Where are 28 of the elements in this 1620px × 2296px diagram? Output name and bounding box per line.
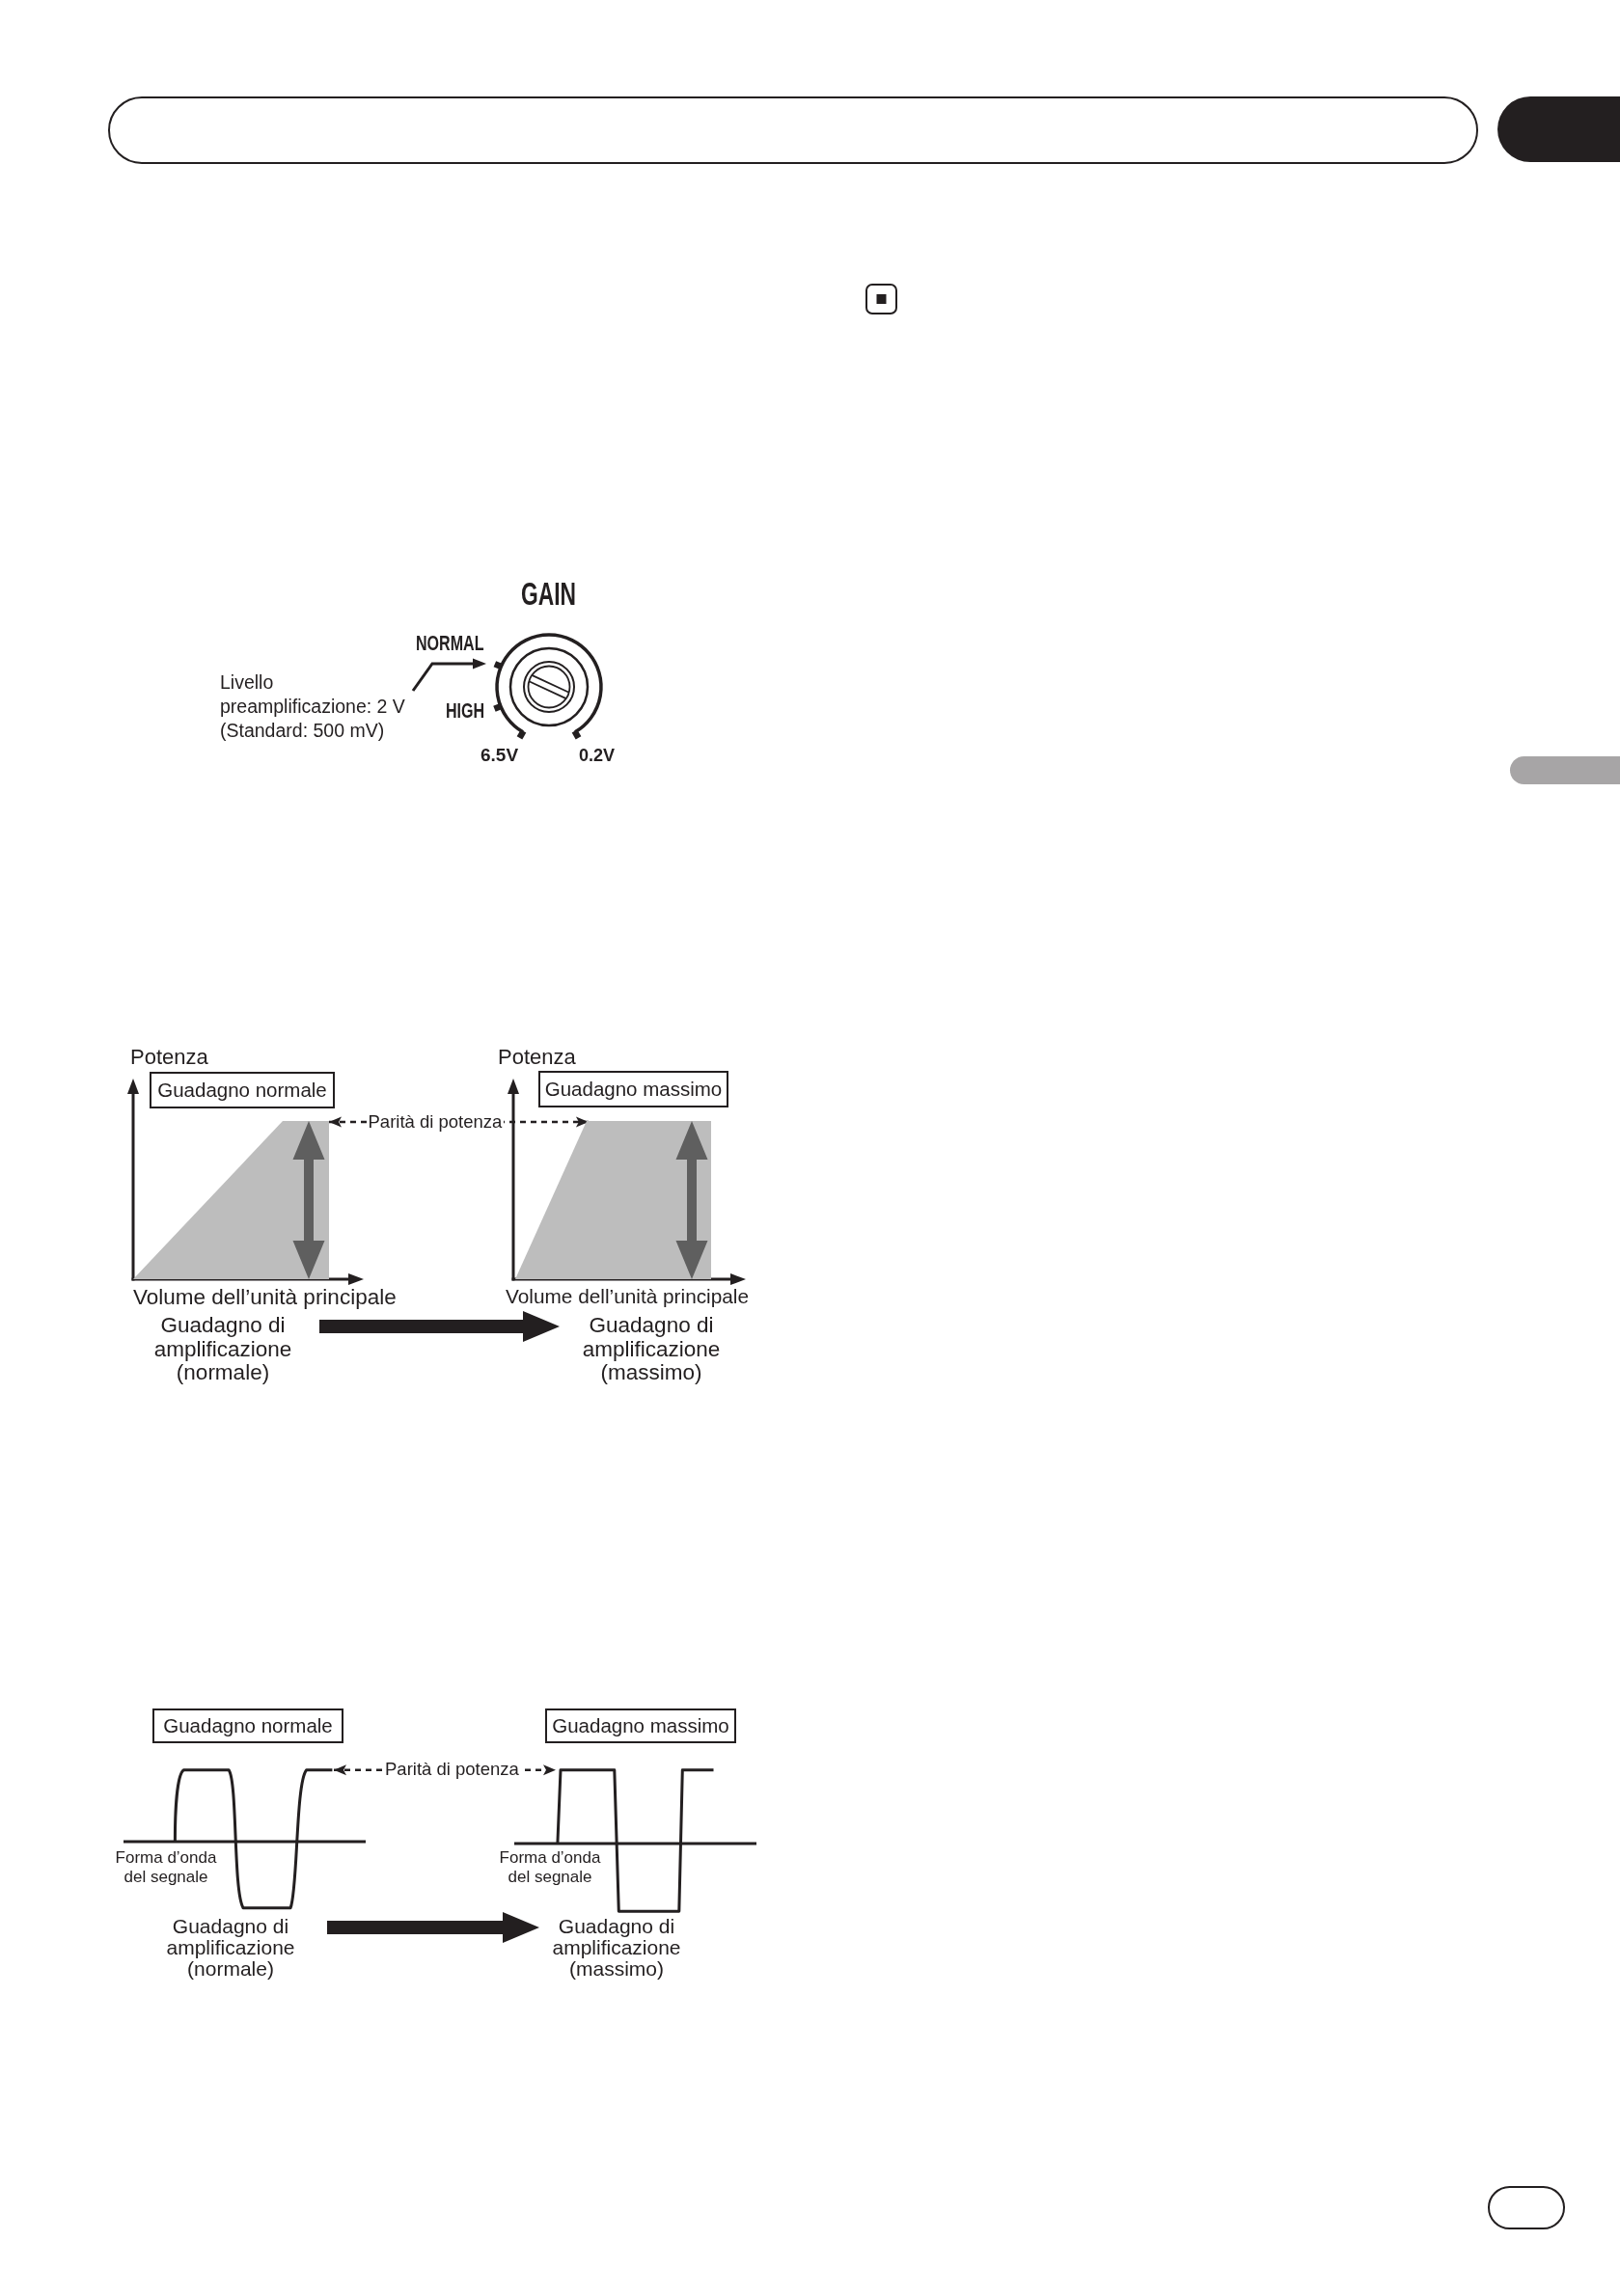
power-area (515, 1121, 711, 1279)
voltage-label: 0.2V (579, 746, 616, 764)
block-arrow (327, 1912, 539, 1943)
leader-arrow (411, 658, 486, 692)
title-box: Guadagno normale (150, 1072, 335, 1108)
knob-title: GAIN (521, 578, 576, 610)
title-box: Guadagno massimo (538, 1071, 728, 1107)
waveform-caption: Forma d’onda del segnale (498, 1848, 602, 1887)
title-box: Guadagno massimo (545, 1708, 736, 1743)
axis-title: Volume dell’unità principale (506, 1287, 750, 1307)
axis-title: Volume dell’unità principale (133, 1287, 397, 1309)
block-arrow (319, 1311, 560, 1342)
annotation-text: Livello preamplificazione: 2 V (Standard: 500 mV) (220, 670, 413, 743)
title-box: Guadagno normale (152, 1708, 343, 1743)
caption-text: Guadagno di amplificazione (massimo) (560, 1314, 743, 1385)
waveform-caption: Forma d’onda del segnale (114, 1848, 218, 1887)
caption-text: Guadagno di amplificazione (normale) (134, 1916, 327, 1980)
axis-title: Potenza (130, 1047, 208, 1068)
voltage-label: 6.5V (481, 746, 519, 764)
side-tab (1510, 756, 1620, 784)
caption-text: Guadagno di amplificazione (massimo) (539, 1916, 694, 1980)
axis-title: Potenza (498, 1047, 576, 1068)
position-label: HIGH (446, 700, 485, 722)
position-label: NORMAL (416, 633, 484, 654)
section-tab (1497, 96, 1620, 162)
power-area (133, 1121, 329, 1279)
edge-label: Parità di potenza (383, 1761, 521, 1779)
caption-text: Guadagno di amplificazione (normale) (126, 1314, 319, 1385)
